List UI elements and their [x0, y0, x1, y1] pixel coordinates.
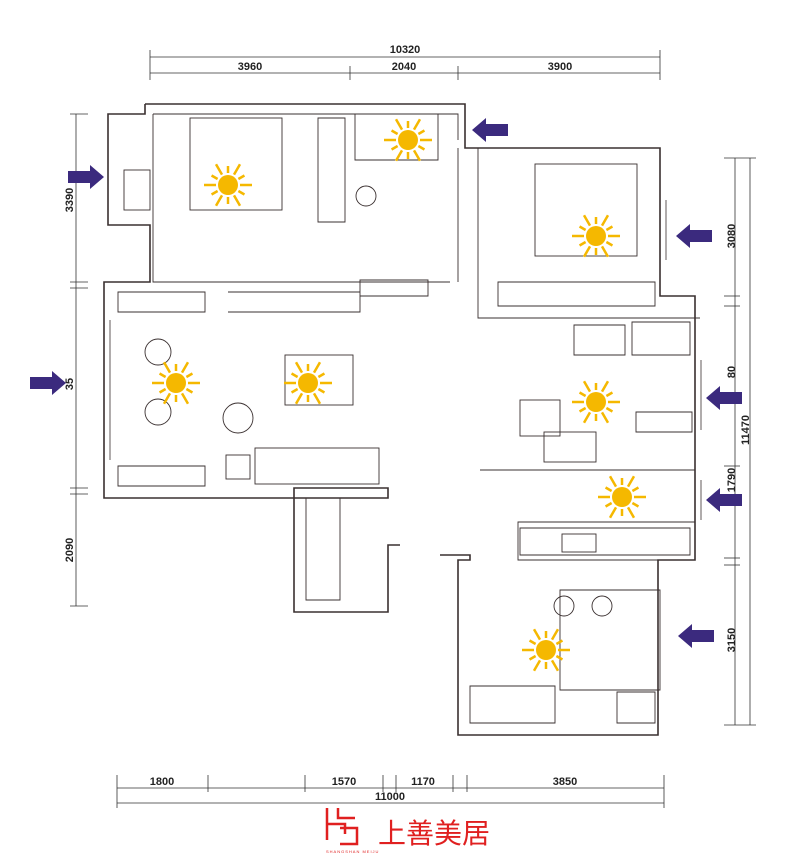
- sofa: [254, 447, 380, 485]
- dim-top-1: 3960: [238, 61, 262, 73]
- logo-mark: [325, 808, 359, 846]
- dim-top-2: 2040: [392, 61, 416, 73]
- windows: [103, 200, 702, 680]
- dim-bottom-total: 11000: [375, 791, 405, 803]
- furniture: [123, 117, 638, 617]
- armchair: [144, 338, 172, 366]
- dim-right-2: 80: [726, 366, 738, 378]
- logo-subtitle: SHANGSHAN MEIJU: [326, 849, 379, 854]
- arrow-icon: [676, 224, 712, 248]
- bay-window-cushion: [123, 169, 151, 211]
- arrow-icon: [706, 386, 742, 410]
- sun-icon: [284, 361, 332, 405]
- sink: [561, 533, 597, 553]
- washbasin: [355, 185, 377, 207]
- sun-icon: [152, 361, 200, 405]
- sunlight-markers: [152, 118, 646, 672]
- sun-icon: [572, 214, 620, 258]
- logo: SHANGSHAN MEIJU 上善美居: [325, 808, 490, 854]
- dim-right-4: 3150: [726, 628, 738, 652]
- arrow-icon: [30, 371, 66, 395]
- armchair: [222, 402, 254, 434]
- bottom-dimensions: [116, 775, 665, 808]
- arrow-icon: [706, 488, 742, 512]
- dim-right-3: 1790: [726, 468, 738, 492]
- dim-left-1: 3390: [64, 188, 76, 212]
- arrow-icon: [472, 118, 508, 142]
- side-table: [225, 454, 251, 480]
- right-dimensions: [724, 157, 756, 726]
- dining-table: [519, 399, 561, 437]
- dim-left-2: 35: [64, 378, 76, 390]
- dim-bottom-2: 1570: [332, 776, 356, 788]
- coffee-table: [284, 354, 354, 406]
- light-direction-arrows: [30, 118, 742, 648]
- bed-master: [189, 117, 283, 211]
- dim-left-3: 2090: [64, 538, 76, 562]
- dim-top-total: 10320: [390, 44, 421, 56]
- bed-second: [534, 163, 638, 257]
- dim-bottom-1: 1800: [150, 776, 174, 788]
- top-dimensions: [149, 50, 661, 80]
- arrow-icon: [68, 165, 104, 189]
- walls: [103, 103, 700, 736]
- sun-icon: [572, 380, 620, 424]
- bar-stool: [591, 595, 613, 617]
- sun-icon: [384, 118, 432, 162]
- sun-icon: [598, 475, 646, 519]
- dim-bottom-3: 1170: [411, 776, 435, 788]
- bar-stool: [553, 595, 575, 617]
- logo-name: 上善美居: [378, 817, 490, 850]
- left-dimensions: [70, 113, 88, 607]
- armchair: [144, 398, 172, 426]
- dim-bottom-4: 3850: [553, 776, 577, 788]
- sun-icon: [522, 628, 570, 672]
- arrow-icon: [678, 624, 714, 648]
- dim-top-3: 3900: [548, 61, 572, 73]
- sun-icon: [204, 163, 252, 207]
- dim-right-total: 11470: [740, 415, 752, 445]
- kitchen-island: [543, 431, 597, 463]
- dim-right-1: 3080: [726, 224, 738, 248]
